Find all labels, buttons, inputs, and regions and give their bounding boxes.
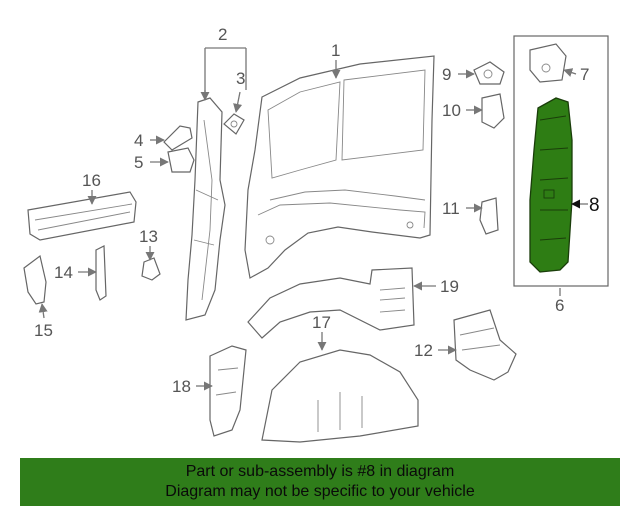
callout-8: 8 bbox=[589, 195, 600, 216]
part-13-clip bbox=[141, 257, 161, 281]
part-18-bracket bbox=[209, 345, 247, 437]
callout-1: 1 bbox=[331, 41, 340, 60]
callout-15: 15 bbox=[34, 321, 53, 340]
part-12-bracket bbox=[453, 309, 517, 381]
callout-4: 4 bbox=[134, 131, 143, 150]
callout-7: 7 bbox=[580, 65, 589, 84]
info-banner: Part or sub-assembly is #8 in diagram Di… bbox=[20, 458, 620, 506]
callout-10: 10 bbox=[442, 101, 461, 120]
callout-2: 2 bbox=[218, 25, 227, 44]
callout-9: 9 bbox=[442, 65, 451, 84]
callout-11: 11 bbox=[442, 199, 460, 218]
banner-line-1: Part or sub-assembly is #8 in diagram bbox=[185, 463, 455, 480]
callout-19: 19 bbox=[440, 277, 459, 296]
part-19-wheelhouse-outer bbox=[247, 267, 415, 339]
part-3-clip bbox=[223, 113, 245, 135]
part-16-reinforcement bbox=[27, 191, 137, 241]
part-15-bracket bbox=[23, 254, 47, 305]
part-17-wheelhouse-inner bbox=[261, 349, 419, 443]
callout-3: 3 bbox=[236, 69, 245, 88]
part-9-bracket bbox=[473, 61, 505, 85]
callout-18: 18 bbox=[172, 377, 191, 396]
callout-5: 5 bbox=[134, 153, 143, 172]
part-5-bracket bbox=[167, 147, 195, 173]
part-1-side-panel bbox=[244, 55, 435, 279]
part-6-assembly-box bbox=[513, 35, 609, 287]
callout-6: 6 bbox=[555, 296, 564, 315]
callout-16: 16 bbox=[82, 171, 101, 190]
part-14-bracket bbox=[95, 245, 107, 301]
part-11-bracket bbox=[479, 197, 499, 235]
callout-12: 12 bbox=[414, 341, 433, 360]
leader-lines bbox=[38, 47, 588, 391]
callout-14: 14 bbox=[54, 263, 73, 282]
callout-13: 13 bbox=[139, 227, 158, 246]
parts-diagram: 1 2 3 4 5 6 7 8 9 10 11 12 13 14 15 16 1… bbox=[23, 25, 609, 443]
callout-17: 17 bbox=[312, 313, 331, 332]
part-2-pillar bbox=[185, 97, 226, 321]
part-10-bracket bbox=[481, 93, 505, 129]
part-4-bracket bbox=[163, 125, 193, 151]
part-7-bracket bbox=[529, 43, 567, 83]
part-8-pillar-highlight bbox=[529, 97, 573, 273]
banner-line-2: Diagram may not be specific to your vehi… bbox=[165, 483, 475, 500]
